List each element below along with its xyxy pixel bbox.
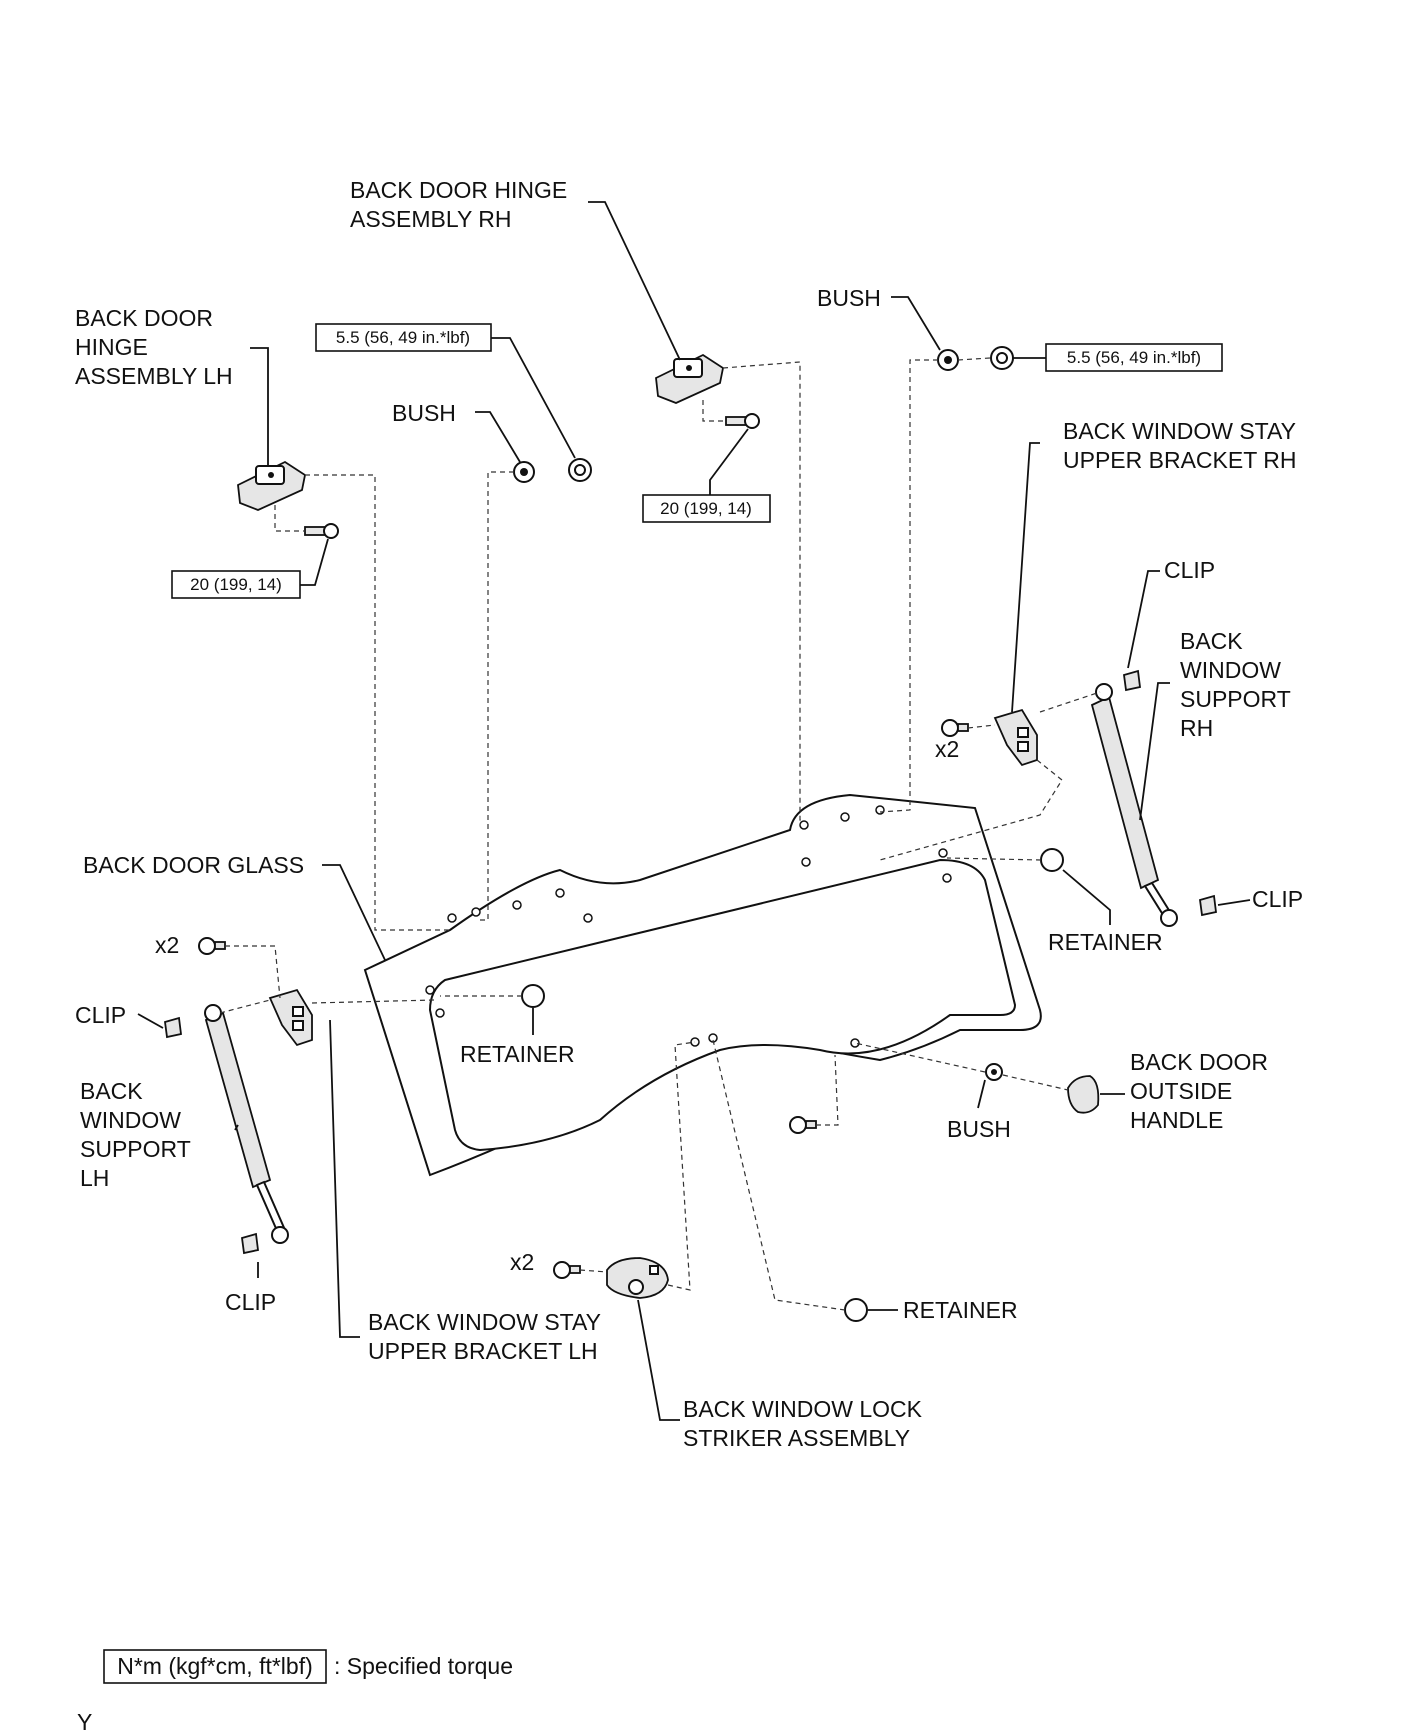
torque-bolt-lh: 20 (199, 14) [190,575,282,594]
legend-text: : Specified torque [334,1653,513,1679]
back-window-lock-striker-icon [606,1257,669,1299]
label-support-lh-3: SUPPORT [80,1136,191,1162]
label-hinge-lh-1: BACK DOOR [75,305,213,331]
bolt-lh-icon [304,523,339,539]
torque-box-nut-lh: 5.5 (56, 49 in.*lbf) [315,323,576,459]
hinge-lh [237,460,307,511]
label-stay-rh-1: BACK WINDOW STAY [1063,418,1296,444]
clip-lh-top-icon [164,1016,182,1039]
label-x2-striker: x2 [510,1249,534,1275]
label-hinge-rh-1: BACK DOOR HINGE [350,177,567,203]
label-retainer-bottom: RETAINER [903,1297,1018,1323]
label-lock-striker-1: BACK WINDOW LOCK [683,1396,923,1422]
label-x2-rh: x2 [935,736,959,762]
bush-lh-icon [513,461,535,483]
stay-bracket-lh [268,988,313,1047]
label-support-rh-1: BACK [1180,628,1243,654]
label-support-rh-2: WINDOW [1180,657,1281,683]
label-handle-1: BACK DOOR [1130,1049,1268,1075]
torque-nut-rh: 5.5 (56, 49 in.*lbf) [1067,348,1201,367]
label-clip-lh-top: CLIP [75,1002,126,1028]
legend-unit-box: N*m (kgf*cm, ft*lbf) [117,1653,313,1679]
label-handle-2: OUTSIDE [1130,1078,1232,1104]
retainer-bottom-icon [844,1298,868,1322]
torque-bolt-rh: 20 (199, 14) [660,499,752,518]
handle-screw-icon [789,1116,817,1134]
torque-box-bolt-lh: 20 (199, 14) [171,538,329,599]
nut-rh-icon [990,346,1014,370]
back-window-support-lh [204,1004,289,1244]
torque-legend: N*m (kgf*cm, ft*lbf) : Specified torque [103,1649,513,1684]
leader-lines [137,201,1251,1421]
label-lock-striker-2: STRIKER ASSEMBLY [683,1425,910,1451]
back-window-support-rh [1090,683,1178,927]
retainer-left-icon [521,984,545,1008]
clip-rh-top-icon [1123,669,1141,692]
label-bush-handle: BUSH [947,1116,1011,1142]
torque-box-nut-rh: 5.5 (56, 49 in.*lbf) [1013,343,1223,372]
label-handle-3: HANDLE [1130,1107,1223,1133]
label-clip-rh-bottom: CLIP [1252,886,1303,912]
label-retainer-left: RETAINER [460,1041,575,1067]
bolt-x2-lh-icon [198,937,226,955]
bolt-x2-striker-icon [553,1261,581,1279]
hinge-rh [655,353,725,404]
label-bush-rh: BUSH [817,285,881,311]
bush-rh-icon [937,349,959,371]
label-support-rh-4: RH [1180,715,1213,741]
label-back-door-glass: BACK DOOR GLASS [83,852,304,878]
label-stay-lh-1: BACK WINDOW STAY [368,1309,601,1335]
assembly-lines [219,357,1101,1311]
label-hinge-rh-2: ASSEMBLY RH [350,206,511,232]
label-stay-rh-2: UPPER BRACKET RH [1063,447,1296,473]
nut-lh-icon [568,458,592,482]
stay-bracket-rh [993,708,1038,767]
label-bush-lh: BUSH [392,400,456,426]
bush-handle-icon [985,1063,1003,1081]
label-hinge-lh-2: HINGE [75,334,148,360]
label-support-lh-4: LH [80,1165,109,1191]
back-door-glass [363,793,1042,1177]
clip-rh-bottom-icon [1199,894,1217,917]
label-support-lh-2: WINDOW [80,1107,181,1133]
clip-lh-bottom-icon [241,1232,259,1255]
torque-nut-lh: 5.5 (56, 49 in.*lbf) [336,328,470,347]
back-door-outside-handle-icon [1067,1075,1100,1114]
retainer-upper-right-icon [1040,848,1064,872]
bolt-x2-rh-icon [941,719,969,737]
label-clip-lh-bottom: CLIP [225,1289,276,1315]
label-x2-lh: x2 [155,932,179,958]
label-clip-rh-top: CLIP [1164,557,1215,583]
label-stay-lh-2: UPPER BRACKET LH [368,1338,598,1364]
label-support-lh-1: BACK [80,1078,143,1104]
label-retainer-right: RETAINER [1048,929,1163,955]
label-support-rh-3: SUPPORT [1180,686,1291,712]
label-hinge-lh-3: ASSEMBLY LH [75,363,233,389]
bolt-rh-icon [725,413,760,429]
figure-code: Y [77,1709,92,1734]
torque-box-bolt-rh: 20 (199, 14) [642,428,771,523]
